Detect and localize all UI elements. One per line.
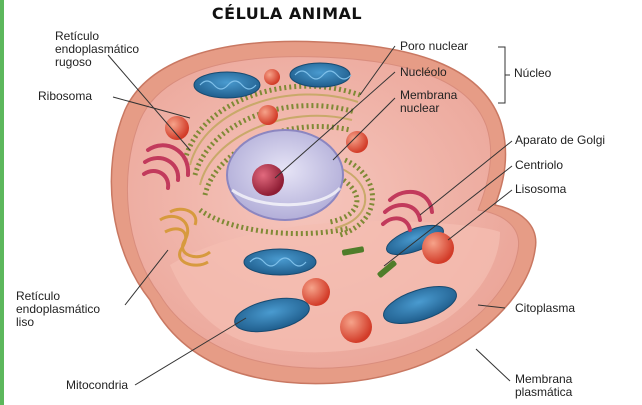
label-golgi: Aparato de Golgi [515,134,605,147]
label-nucleolo: Nucléolo [400,66,447,79]
label-citoplasma: Citoplasma [515,302,575,315]
label-ribosoma: Ribosoma [38,90,92,103]
label-poro-nuclear: Poro nuclear [400,40,468,53]
label-rel-line3: liso [16,316,34,329]
label-rer-line3: rugoso [55,56,92,69]
label-membrana-nuclear-line2: nuclear [400,102,439,115]
label-centriolo: Centriolo [515,159,563,172]
nucleus-shape [227,130,343,220]
label-lisosoma: Lisosoma [515,183,566,196]
label-nucleo: Núcleo [514,67,551,80]
label-membrana-plasmatica-line2: plasmática [515,386,572,399]
nucleolus-shape [252,164,284,196]
label-mitocondria: Mitocondria [66,379,128,392]
